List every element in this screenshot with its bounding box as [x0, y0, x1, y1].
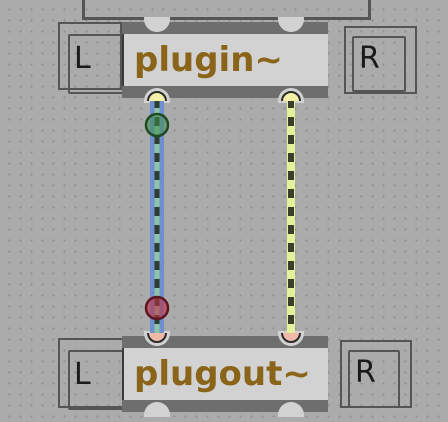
comment-right-top-frame: [352, 36, 406, 92]
plugout-label: plugout~: [122, 348, 311, 400]
comment-right-top-text: R: [359, 41, 380, 76]
comment-right-top[interactable]: R: [344, 26, 417, 94]
plugin-object[interactable]: plugin~: [122, 17, 328, 103]
comment-left-top[interactable]: L: [58, 22, 124, 94]
plugin-bottom-bar: [122, 86, 328, 98]
plugin-outlet-1-connector[interactable]: [147, 91, 167, 102]
plugin-inlet-1[interactable]: [144, 17, 170, 32]
comment-right-bottom-text: R: [355, 355, 376, 390]
plugin-inlet-2[interactable]: [278, 17, 304, 32]
plugout-inlet-2-connector[interactable]: [281, 332, 301, 343]
plugout-outlet-1[interactable]: [144, 402, 170, 417]
plugin-top-bar: [122, 22, 328, 34]
plugout-top-bar: [122, 336, 328, 348]
cord-start-handle[interactable]: [144, 112, 170, 138]
comment-left-top-text: L: [74, 41, 91, 76]
comment-left-bottom-text: L: [74, 357, 91, 392]
comment-right-bottom-frame: [348, 350, 400, 408]
plugout-bottom-bar: [122, 400, 328, 412]
cord-end-handle[interactable]: [144, 295, 170, 321]
plugin-label: plugin~: [122, 34, 283, 86]
partial-object-top[interactable]: [82, 0, 371, 20]
comment-right-bottom[interactable]: R: [340, 340, 412, 408]
plugin-outlet-2-connector[interactable]: [281, 91, 301, 102]
plugout-inlet-1-connector[interactable]: [147, 332, 167, 343]
plugout-outlet-2[interactable]: [278, 402, 304, 417]
